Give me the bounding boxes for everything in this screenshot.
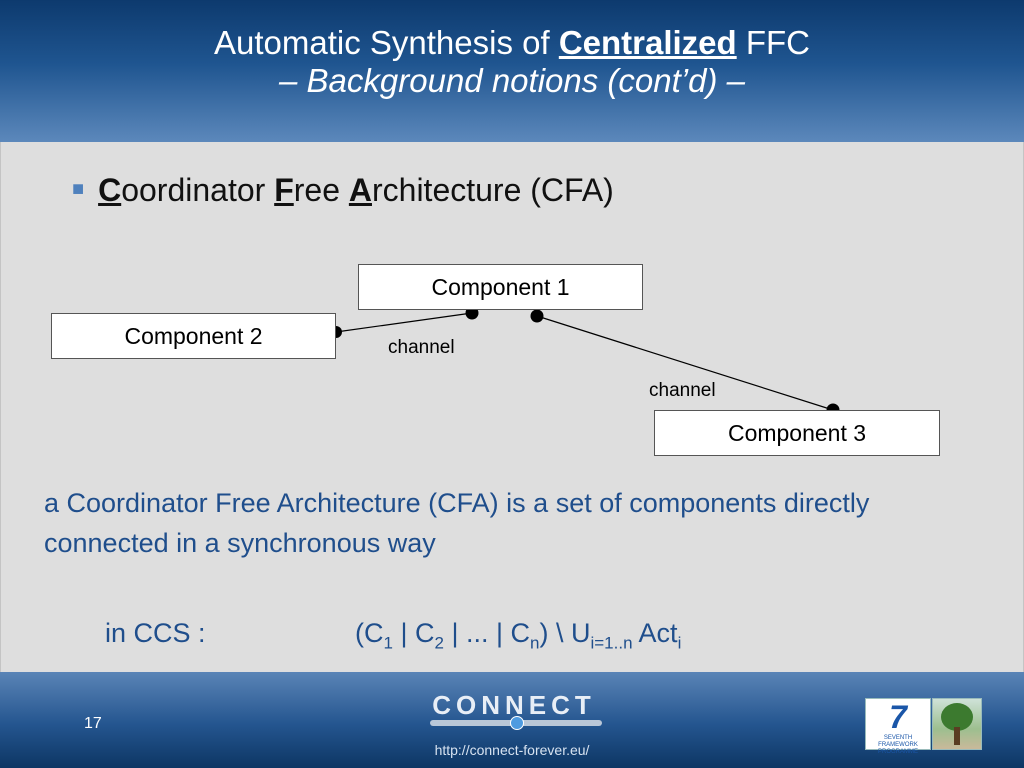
footer-url: http://connect-forever.eu/ bbox=[434, 742, 590, 758]
component-2-box: Component 2 bbox=[51, 313, 336, 359]
cfa-description: a Coordinator Free Architecture (CFA) is… bbox=[44, 488, 870, 558]
channel-label-1: channel bbox=[388, 337, 455, 358]
bullet-square-icon: ■ bbox=[72, 178, 85, 200]
connect-logo: CONNECT bbox=[432, 690, 596, 720]
ccs-formula: in CCS : (C1 | C2 | ... | Cn) \ Ui=1..n … bbox=[105, 618, 681, 652]
component-3-box: Component 3 bbox=[654, 410, 940, 456]
fp7-seven-icon: 7 bbox=[889, 699, 907, 735]
bullet-letter-a: A bbox=[348, 172, 372, 208]
channel-line-1 bbox=[335, 312, 473, 333]
bullet-cfa: ■ Coordinator Free Architecture (CFA) bbox=[72, 172, 614, 209]
connect-logo-dot-icon bbox=[510, 716, 524, 730]
bullet-text-1: oordinator bbox=[121, 172, 266, 208]
fp7-label: SEVENTH FRAMEWORK PROGRAMME bbox=[877, 735, 918, 755]
slide-content bbox=[0, 142, 1024, 672]
bullet-letter-f: F bbox=[274, 172, 294, 208]
ccs-prefix: in CCS : bbox=[105, 618, 206, 648]
bullet-text-2: ree bbox=[293, 172, 340, 208]
ccs-expression: (C1 | C2 | ... | Cn) \ Ui=1..n Acti bbox=[355, 618, 682, 653]
bullet-letter-c: C bbox=[98, 172, 122, 208]
page-number: 17 bbox=[84, 715, 102, 732]
title-line-1: Automatic Synthesis of Centralized FFC bbox=[0, 24, 1024, 62]
title-part-2: FFC bbox=[745, 24, 811, 61]
tree-logo-icon bbox=[932, 698, 982, 750]
bullet-text-3: rchitecture (CFA) bbox=[371, 172, 614, 208]
fp7-logo: 7 SEVENTH FRAMEWORK PROGRAMME bbox=[865, 698, 931, 755]
component-1-box: Component 1 bbox=[358, 264, 643, 310]
title-emphasis: Centralized bbox=[558, 24, 737, 61]
channel-label-2: channel bbox=[649, 380, 716, 401]
title-line-2: – Background notions (cont’d) – bbox=[279, 62, 745, 99]
port-c1-right bbox=[530, 309, 544, 323]
title-part-1: Automatic Synthesis of bbox=[213, 24, 550, 61]
slide-title: Automatic Synthesis of Centralized FFC –… bbox=[0, 24, 1024, 100]
slide-header bbox=[0, 0, 1024, 142]
channel-line-2 bbox=[536, 315, 834, 411]
